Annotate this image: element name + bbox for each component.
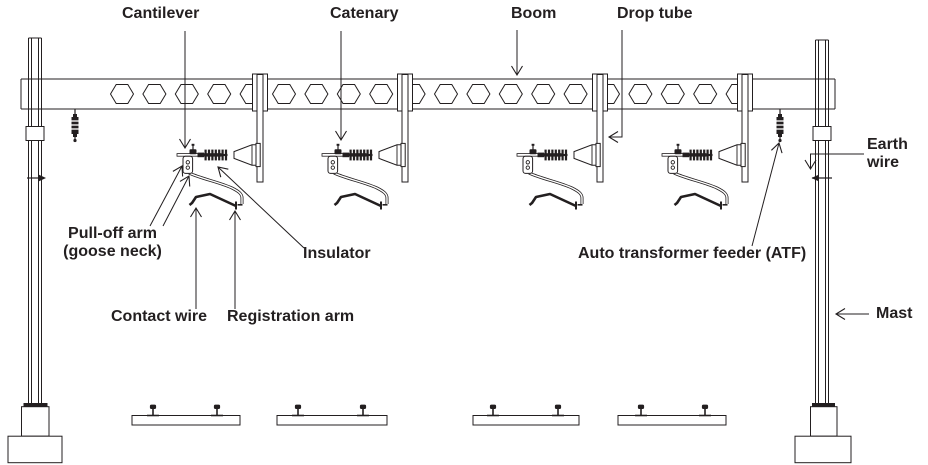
label-earth-wire-line1: Earth — [867, 136, 908, 153]
label-earth-wire: Earth wire — [867, 136, 908, 172]
label-catenary: Catenary — [330, 5, 399, 22]
rail-cross-section — [146, 404, 160, 417]
drop-tubes — [252, 73, 753, 183]
leader-pull-off-arm-2 — [162, 175, 191, 227]
hexagon-hole — [109, 84, 135, 104]
label-mast: Mast — [876, 305, 913, 322]
label-cantilever: Cantilever — [122, 5, 200, 22]
track-sleepers — [131, 404, 727, 426]
boom-beam — [20, 78, 836, 110]
drop-tube-3 — [592, 73, 608, 183]
label-registration-arm: Registration arm — [227, 308, 355, 325]
sleeper-1 — [131, 415, 241, 426]
rail-cross-section — [486, 404, 500, 417]
atf-insulator-right — [775, 108, 785, 143]
hexagon-hole — [693, 84, 718, 104]
drop-tube-2 — [397, 73, 413, 183]
foundation-right — [794, 403, 852, 464]
hexagon-hole — [142, 84, 167, 104]
mast-right — [812, 39, 832, 404]
hexagon-hole — [271, 84, 297, 104]
hexagon-hole — [336, 84, 361, 104]
label-pull-off-arm-line1: Pull-off arm — [68, 225, 157, 242]
rail-cross-section — [291, 404, 305, 417]
hexagon-hole — [369, 84, 394, 104]
earth-wire-attachments — [27, 174, 832, 182]
rail-cross-section — [634, 404, 648, 417]
sleeper-3 — [472, 415, 580, 426]
foundation-left — [7, 403, 63, 464]
label-insulator: Insulator — [303, 245, 371, 262]
sleeper-2 — [276, 415, 388, 426]
leader-earth-wire — [804, 153, 864, 171]
atf-insulator-left — [70, 108, 80, 143]
label-boom: Boom — [511, 5, 557, 22]
cantilever-assembly-4 — [660, 141, 747, 211]
mast-left — [25, 37, 45, 404]
hexagon-hole — [628, 84, 653, 104]
rail-cross-section — [210, 404, 224, 417]
cantilever-assembly-2 — [320, 141, 407, 211]
hexagon-hole — [563, 84, 588, 104]
leader-pull-off-arm-1 — [149, 165, 184, 227]
drop-tube-1 — [252, 73, 268, 183]
leader-drop-tube — [607, 30, 623, 143]
rails — [146, 404, 712, 417]
boom-hexagon-holes — [109, 84, 750, 104]
cantilever-assembly-3 — [515, 141, 602, 211]
cantilever-assembly-1 — [175, 141, 262, 211]
hexagon-hole — [304, 84, 329, 104]
hexagon-hole — [466, 84, 491, 104]
leader-insulator — [217, 166, 305, 249]
rail-cross-section — [356, 404, 370, 417]
label-earth-wire-line2: wire — [867, 153, 900, 171]
label-pull-off-arm: Pull-off arm (goose neck) — [62, 225, 163, 261]
rail-cross-section — [698, 404, 712, 417]
hexagon-hole — [531, 84, 556, 104]
label-contact-wire: Contact wire — [111, 308, 208, 325]
label-atf: Auto transformer feeder (ATF) — [578, 245, 807, 262]
hexagon-hole — [207, 84, 232, 104]
leader-atf — [751, 141, 783, 247]
rail-cross-section — [551, 404, 565, 417]
hexagon-hole — [433, 84, 459, 104]
hexagon-hole — [660, 84, 685, 104]
drop-tube-4 — [737, 73, 753, 183]
sleeper-4 — [617, 415, 727, 426]
leader-lines — [149, 30, 869, 320]
hexagon-hole — [498, 84, 523, 104]
hexagon-hole — [174, 84, 199, 104]
label-pull-off-arm-line2: (goose neck) — [63, 242, 162, 260]
label-drop-tube: Drop tube — [617, 5, 693, 22]
